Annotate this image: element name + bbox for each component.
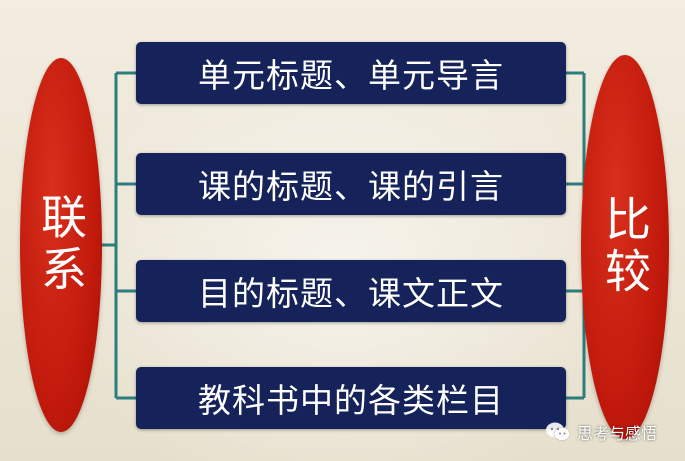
right-oval: 比较: [581, 55, 669, 439]
item-box-1: 单元标题、单元导言: [136, 42, 566, 104]
item-box-label: 教科书中的各类栏目: [198, 381, 504, 420]
item-box-2: 课的标题、课的引言: [136, 153, 566, 215]
item-box-label: 课的标题、课的引言: [198, 167, 504, 206]
watermark: 思考与感悟: [545, 418, 657, 446]
left-oval: 联系: [20, 58, 102, 432]
right-oval-label: 比较: [598, 195, 652, 299]
watermark-text: 思考与感悟: [577, 424, 658, 443]
wechat-icon: [545, 421, 571, 443]
left-oval-label: 联系: [34, 193, 88, 297]
item-box-label: 单元标题、单元导言: [198, 56, 504, 95]
item-box-4: 教科书中的各类栏目: [136, 367, 566, 429]
item-box-3: 目的标题、课文正文: [136, 260, 566, 322]
item-box-label: 目的标题、课文正文: [198, 274, 504, 313]
